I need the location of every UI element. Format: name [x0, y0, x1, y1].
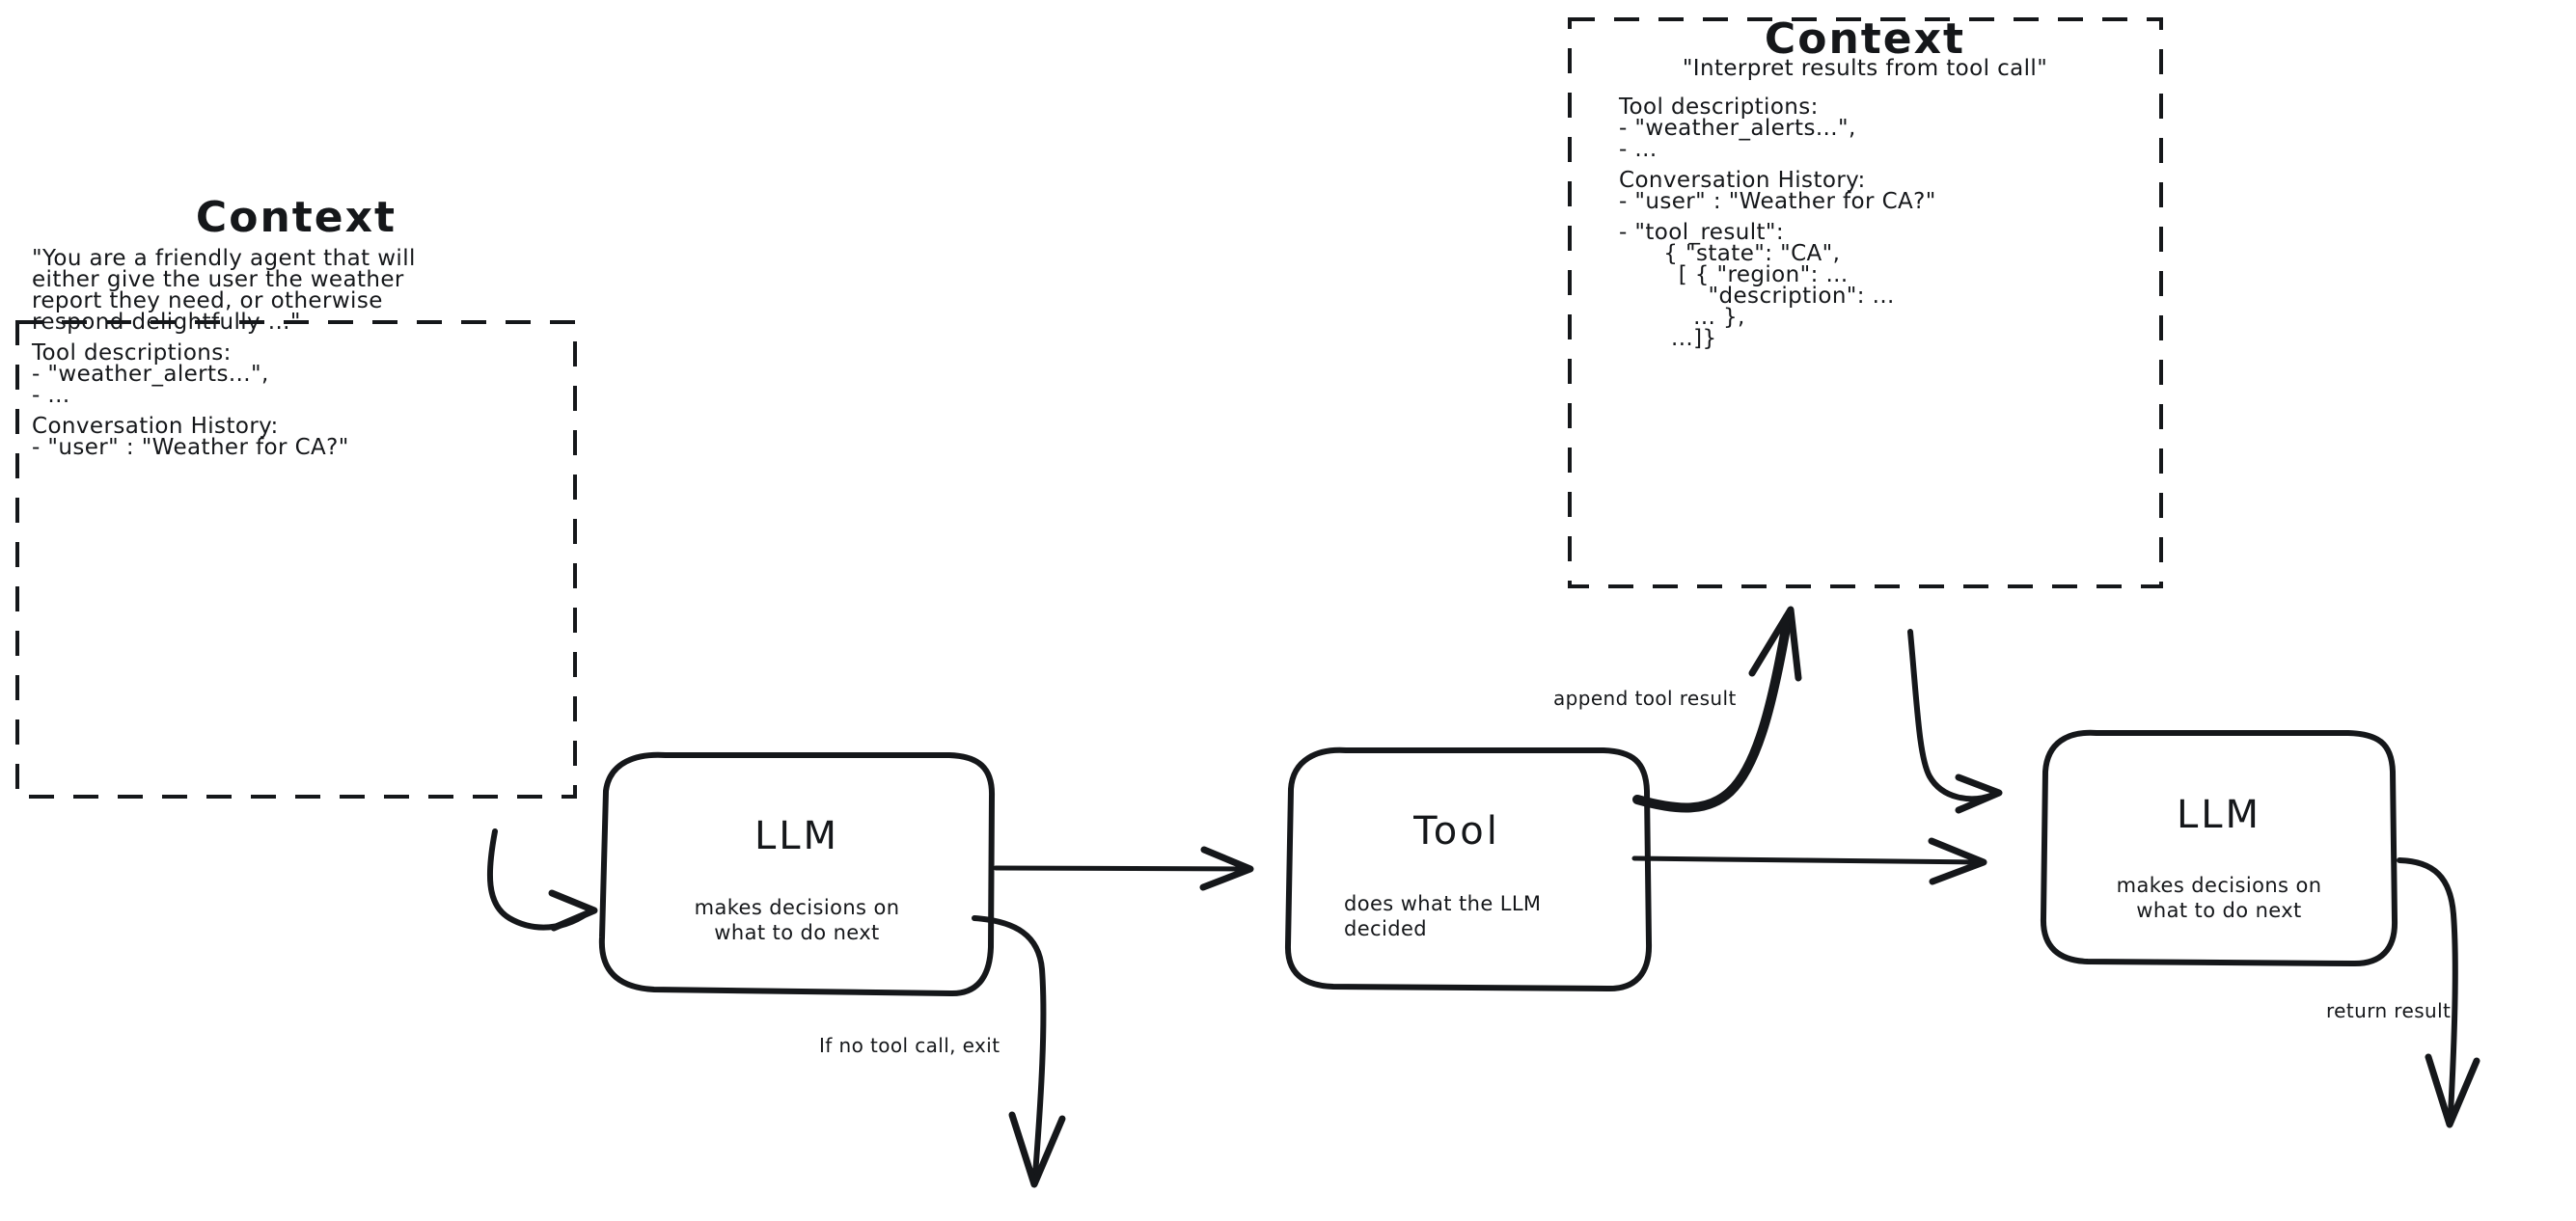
node-llm-right-box[interactable]	[2040, 729, 2398, 967]
edge-no-tool-call-exit	[972, 915, 1047, 1178]
context-right-line-14: ...]}	[1619, 326, 1717, 351]
context-left-line-9: Conversation History:	[32, 414, 279, 439]
context-left-line-3: respond delightfully ..."	[32, 310, 301, 335]
context-left-line-5: Tool descriptions:	[31, 340, 232, 366]
edge-append-tool-result	[1632, 612, 1793, 813]
context-right-line-7: - "user" : "Weather for CA?"	[1619, 189, 1936, 214]
context-left-line-2: report they need, or otherwise	[32, 288, 383, 313]
node-tool-box[interactable]	[1284, 746, 1653, 992]
edge-context-right-to-llm-right	[1907, 629, 1996, 802]
node-llm-left-sub-1: what to do next	[714, 921, 879, 944]
context-left-line-6: - "weather_alerts...",	[32, 362, 269, 387]
context-right-line-0: "Interpret results from tool call"	[1683, 56, 2047, 81]
node-llm-right-sub-1: what to do next	[2136, 899, 2301, 922]
node-tool-sub-1: decided	[1344, 917, 1427, 940]
edge-tool-to-llm-right-arrowhead	[1928, 837, 1987, 885]
edge-tool-to-llm-right	[1631, 855, 1981, 865]
node-llm-right-title: LLM	[2177, 793, 2261, 837]
context-right-line-6: Conversation History:	[1619, 168, 1866, 193]
context-left-line-10: - "user" : "Weather for CA?"	[32, 435, 349, 460]
node-llm-right-sub-0: makes decisions on	[2117, 874, 2322, 897]
edge-context-to-llm-left-arrowhead	[548, 889, 598, 932]
context-right-line-4: - ...	[1619, 137, 1658, 162]
edge-no-tool-call-exit-arrowhead	[1008, 1111, 1066, 1188]
node-llm-left-title: LLM	[754, 814, 839, 858]
context-right-title: Context	[1765, 14, 1965, 64]
node-llm-left-box[interactable]	[598, 751, 996, 997]
edge-return-result-arrowhead	[2425, 1053, 2480, 1128]
context-right-line-3: - "weather_alerts...",	[1619, 116, 1856, 141]
context-left-box	[15, 320, 577, 799]
edge-context-right-to-llm-right-arrowhead	[1955, 773, 2003, 814]
context-right-line-9: - "tool_result":	[1619, 220, 1784, 245]
edge-return-result	[2397, 857, 2458, 1117]
context-right-line-2: Tool descriptions:	[1618, 95, 1819, 120]
node-llm-left-sub-0: makes decisions on	[695, 896, 900, 919]
edge-append-tool-result-arrowhead	[1748, 606, 1802, 682]
node-tool-sub-0: does what the LLM	[1344, 892, 1541, 915]
context-right-line-13: ... },	[1619, 305, 1745, 330]
context-left-line-1: either give the user the weather	[32, 267, 404, 292]
context-right-line-11: [ { "region": ...	[1619, 262, 1849, 287]
context-left-title: Context	[196, 193, 397, 242]
edge-llm-left-to-tool	[993, 865, 1249, 872]
context-right-line-12: "description": ...	[1619, 284, 1895, 309]
node-tool-title: Tool	[1412, 809, 1500, 854]
edge-label-return-result: return result	[2326, 999, 2451, 1022]
context-left-line-7: - ...	[32, 383, 70, 408]
edge-label-if-no-tool-call-exit: If no tool call, exit	[819, 1034, 1000, 1057]
edge-context-to-llm-left	[486, 828, 595, 931]
edge-llm-left-to-tool-arrowhead	[1199, 846, 1254, 891]
edge-label-append-tool-result: append tool result	[1553, 687, 1737, 710]
context-left-line-0: "You are a friendly agent that will	[32, 246, 416, 271]
context-right-line-10: { "state": "CA",	[1619, 241, 1840, 266]
